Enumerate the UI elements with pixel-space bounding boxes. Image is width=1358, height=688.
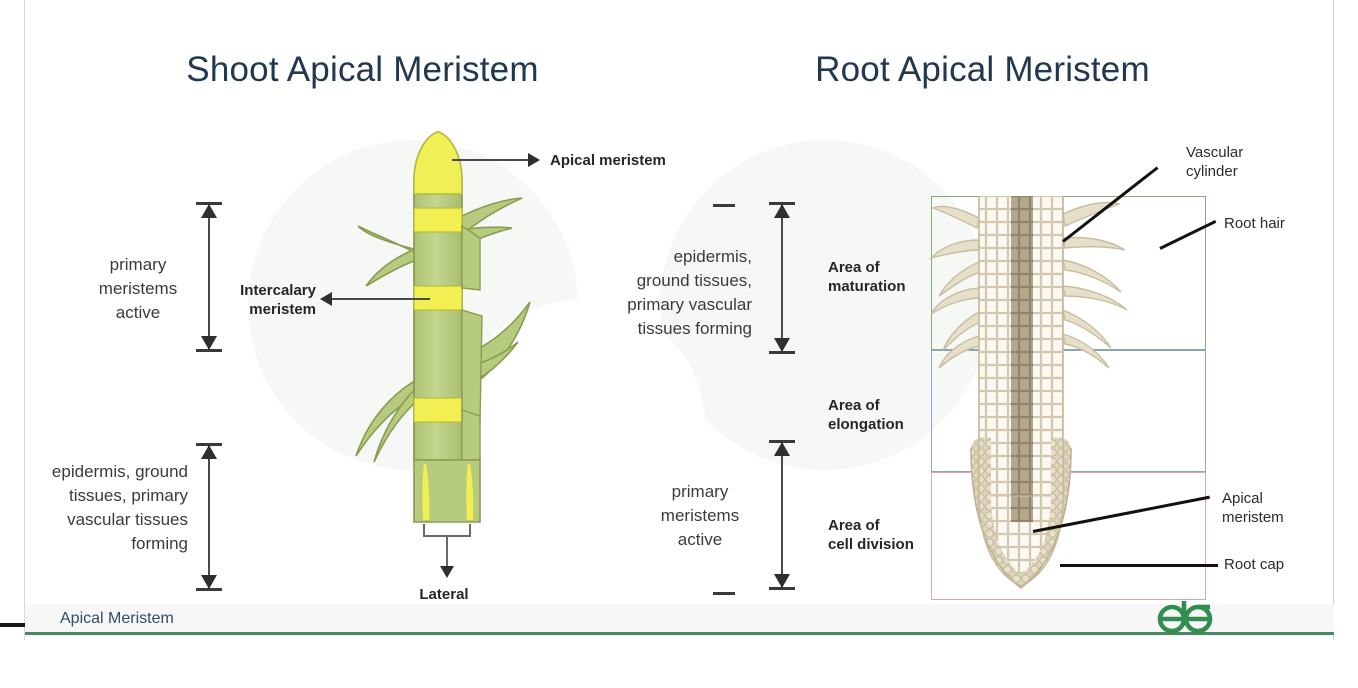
area-of-elongation-label: Area of elongation [828, 397, 904, 433]
vascular-cylinder-callout: Vascular cylinder [1186, 144, 1244, 180]
area-of-cell-division-label: Area of cell division [828, 517, 914, 553]
intercalary-meristem-callout: Intercalary meristem [240, 282, 316, 318]
shoot-upper-zone-bracket [196, 202, 222, 352]
shoot-apical-meristem-callout: Apical meristem [550, 152, 666, 169]
watermark-circle-right [660, 140, 990, 470]
page-title-root: Root Apical Meristem [815, 50, 1150, 89]
root-hair-callout: Root hair [1224, 215, 1285, 232]
root-cap-leader [1060, 564, 1218, 567]
root-apical-meristem-callout: Apical meristem [1222, 490, 1284, 526]
vascular-cylinder-region [1011, 196, 1033, 522]
apical-meristem-leader [452, 159, 530, 161]
shoot-lower-zone-label: epidermis, ground tissues, primary vascu… [51, 462, 188, 553]
shoot-plant-illustration [355, 131, 531, 537]
root-illustration [928, 196, 1128, 590]
root-lower-dash-bottom [713, 592, 735, 595]
page-left-tick [0, 623, 26, 627]
lateral-meristem-arrowhead [440, 566, 454, 578]
footer-title: Apical Meristem [60, 610, 174, 627]
footer-bar [25, 604, 1334, 633]
shoot-lower-zone-bracket [196, 443, 222, 591]
lateral-meristem-callout: Lateral [419, 586, 469, 603]
lateral-meristem-leader [446, 536, 448, 568]
page-right-rule [1333, 0, 1334, 640]
region-box-maturation [931, 196, 1206, 350]
page-title-shoot: Shoot Apical Meristem [186, 50, 539, 89]
area-of-maturation-label: Area of maturation [828, 259, 906, 295]
root-upper-zone-label: epidermis, ground tissues, primary vascu… [627, 247, 752, 338]
root-upper-zone-bracket [769, 202, 795, 354]
shoot-apical-meristem-region [413, 131, 463, 195]
root-cap-region [970, 447, 1072, 590]
apical-meristem-arrowhead [528, 153, 540, 167]
page-left-rule [24, 0, 25, 640]
footer-green-rule [25, 632, 1334, 635]
root-lower-zone-label: primary meristems active [660, 482, 740, 549]
shoot-upper-zone-label: primary meristems active [98, 255, 178, 322]
intercalary-meristem-arrowhead [320, 292, 332, 306]
root-lower-zone-bracket [769, 440, 795, 590]
root-upper-dash-top [713, 204, 735, 207]
intercalary-meristem-leader [330, 298, 430, 300]
root-cap-callout: Root cap [1224, 556, 1285, 573]
geeksforgeeks-logo[interactable] [1155, 597, 1217, 637]
